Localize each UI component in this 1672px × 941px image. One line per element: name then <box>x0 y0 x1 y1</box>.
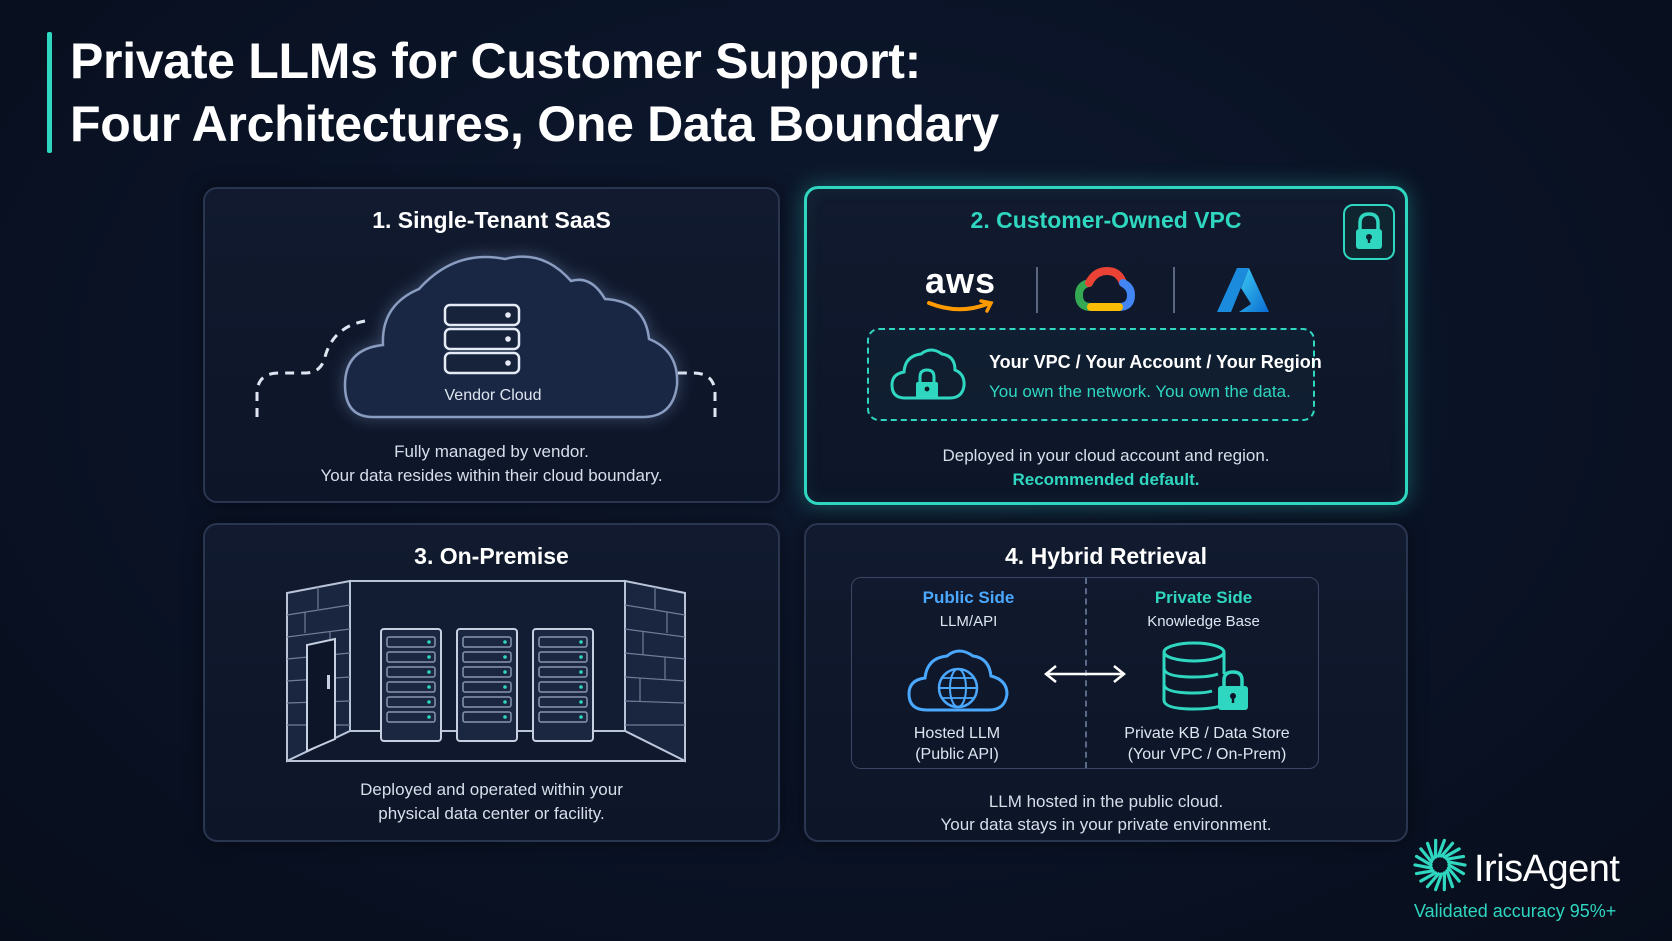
desc-line1: LLM hosted in the public cloud. <box>988 792 1224 811</box>
vpc-boundary-box: Your VPC / Your Account / Your Region Yo… <box>867 328 1322 421</box>
cloud-lock-icon <box>890 348 966 400</box>
logo-petal <box>1425 841 1435 861</box>
logo-petal <box>1419 847 1434 864</box>
public-label-line2: (Public API) <box>915 746 999 763</box>
globe-cloud-icon <box>907 649 1009 712</box>
aws-logo-text: aws <box>925 260 997 301</box>
private-label-line2: (Your VPC / On-Prem) <box>1127 746 1287 763</box>
card-title: 3. On-Premise <box>414 543 569 569</box>
card-hybrid-retrieval: 4. Hybrid Retrieval Public Side LLM/API … <box>804 523 1408 842</box>
page-title-line2: Four Architectures, One Data Boundary <box>70 96 999 152</box>
database-lock-icon <box>1162 641 1248 711</box>
card-description: Deployed and operated within your physic… <box>205 778 778 826</box>
private-side-sub: Knowledge Base <box>1147 613 1260 630</box>
page-title: Private LLMs for Customer Support: Four … <box>70 30 1170 156</box>
page-title-line1: Private LLMs for Customer Support: <box>70 33 921 89</box>
logo-petal <box>1446 860 1467 867</box>
logo-petal <box>1414 854 1433 867</box>
desc-line1: Fully managed by vendor. <box>394 442 589 461</box>
logo-divider <box>1173 267 1175 313</box>
brand-tagline: Validated accuracy 95%+ <box>1414 901 1617 921</box>
logo-petal <box>1445 869 1455 889</box>
lock-badge-icon <box>1343 204 1395 260</box>
card-title: 4. Hybrid Retrieval <box>1005 543 1207 569</box>
logo-divider <box>1036 267 1038 313</box>
card-description: LLM hosted in the public cloud. Your dat… <box>806 790 1406 836</box>
vendor-cloud-label: Vendor Cloud <box>444 387 542 404</box>
data-center-icon <box>286 579 686 763</box>
desc-line1: Deployed and operated within your <box>360 780 623 799</box>
private-label-line1: Private KB / Data Store <box>1124 725 1290 742</box>
hybrid-split-box: Public Side LLM/API Hosted LLM (Public A… <box>851 577 1319 769</box>
logo-petal <box>1419 871 1438 883</box>
logo-petal <box>1447 863 1466 876</box>
vendor-cloud-icon <box>255 255 717 419</box>
vpc-box-subtitle: You own the network. You own the data. <box>989 382 1291 401</box>
private-side-label: Private KB / Data Store (Your VPC / On-P… <box>1094 723 1320 765</box>
logo-petal <box>1414 869 1435 876</box>
bidirectional-arrow-icon <box>1043 665 1127 683</box>
logo-petal <box>1446 866 1461 883</box>
public-side-sub: LLM/API <box>939 613 998 630</box>
title-accent-bar <box>47 32 52 153</box>
google-cloud-icon <box>1074 266 1136 311</box>
card-single-tenant-saas: 1. Single-Tenant SaaS Vendor Cloud Fully… <box>203 187 780 503</box>
logo-petal <box>1425 872 1441 889</box>
public-side-heading: Public Side <box>922 588 1015 607</box>
logo-petal <box>1413 863 1434 870</box>
private-side-heading: Private Side <box>1154 588 1253 607</box>
azure-icon <box>1217 268 1269 312</box>
vpc-box-title: Your VPC / Your Account / Your Region <box>989 352 1322 372</box>
desc-line2: Your data resides within their cloud bou… <box>320 466 663 485</box>
aws-smile-icon <box>927 299 994 313</box>
recommended-default-text: Recommended default. <box>1012 470 1200 489</box>
irisagent-logo-icon <box>1413 838 1467 892</box>
logo-petal <box>1439 841 1455 858</box>
desc-line2: physical data center or facility. <box>378 804 605 823</box>
logo-petal <box>1442 847 1461 859</box>
logo-petal <box>1436 838 1446 858</box>
card-description: Fully managed by vendor. Your data resid… <box>205 440 778 488</box>
card-title: 1. Single-Tenant SaaS <box>372 207 611 233</box>
logo-petal <box>1434 872 1444 892</box>
card-title: 2. Customer-Owned VPC <box>970 207 1242 233</box>
desc-line1: Deployed in your cloud account and regio… <box>942 446 1270 465</box>
card-customer-owned-vpc: 2. Customer-Owned VPC aws <box>804 186 1408 505</box>
public-label-line1: Hosted LLM <box>913 725 1001 742</box>
card-on-premise: 3. On-Premise <box>203 523 780 842</box>
public-side-label: Hosted LLM (Public API) <box>852 723 1062 765</box>
brand-name: IrisAgent <box>1474 848 1620 890</box>
desc-line2: Your data stays in your private environm… <box>940 815 1272 834</box>
card-description: Deployed in your cloud account and regio… <box>807 444 1405 492</box>
logo-petal <box>1445 854 1466 861</box>
